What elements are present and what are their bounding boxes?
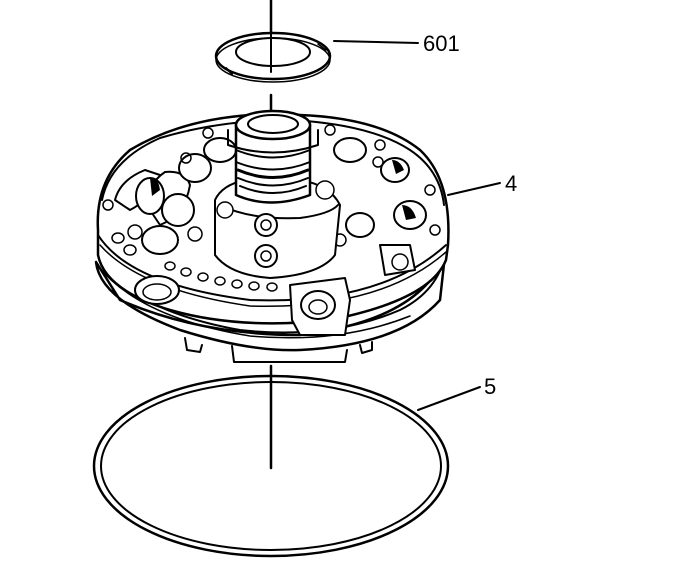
- callout-label-washer: 601: [423, 31, 460, 56]
- side-bolt-holes: [111, 232, 278, 292]
- pump-assembly-4: [94, 109, 450, 363]
- seal-ring-5: [92, 374, 450, 558]
- callout-label-pump: 4: [505, 171, 517, 196]
- leader-lines: [333, 40, 501, 411]
- washer-601: [214, 31, 332, 83]
- callout-label-seal: 5: [484, 374, 496, 399]
